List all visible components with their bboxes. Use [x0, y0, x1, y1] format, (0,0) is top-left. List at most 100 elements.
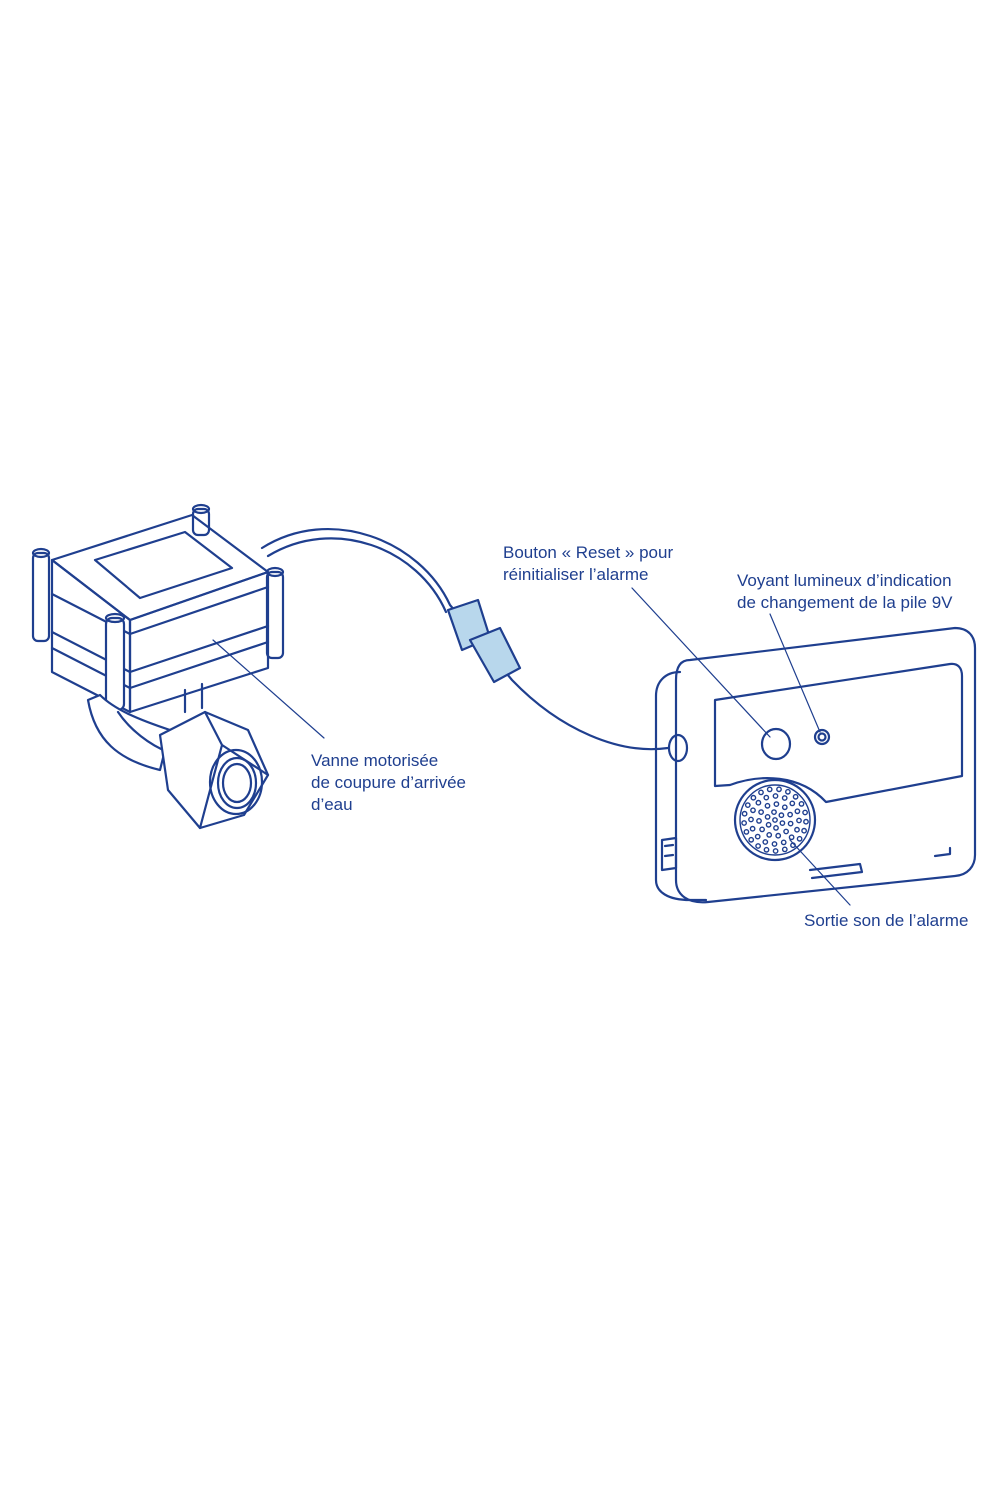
speaker-hole [775, 832, 782, 839]
speaker-hole [787, 820, 794, 827]
speaker-hole [765, 821, 772, 828]
valve-corner-post-right [265, 566, 285, 660]
led-indicator-inner [817, 732, 827, 742]
speaker-hole [764, 802, 771, 809]
speaker-hole [771, 809, 777, 815]
cable-second-strand [266, 537, 448, 614]
speaker-hole [764, 814, 771, 820]
alarm-box-side [654, 670, 708, 902]
speaker-hole [748, 836, 755, 843]
label-reset-line-1: Bouton « Reset » pour [503, 543, 674, 562]
speaker-hole [794, 826, 800, 833]
alarm-box-panel [713, 662, 964, 804]
cable [260, 527, 670, 751]
label-reset-line-2: réinitialiser l’alarme [503, 565, 649, 584]
speaker-hole [803, 818, 809, 825]
speaker-hole [773, 825, 779, 831]
speaker-hole [762, 839, 769, 845]
alarm-box-front [674, 626, 977, 904]
reset-button-icon [760, 727, 792, 761]
speaker-hole [744, 802, 751, 808]
motorized-valve [31, 503, 285, 830]
speaker-hole [781, 804, 788, 811]
speaker-hole [802, 809, 808, 816]
speaker-hole [778, 812, 785, 819]
speaker-hole [781, 846, 788, 853]
valve-thread-outer [208, 748, 264, 816]
speaker-hole [796, 817, 802, 824]
cable-connector-2 [468, 626, 522, 684]
speaker-hole [772, 817, 778, 823]
valve-lid [50, 513, 270, 622]
speaker-hole [758, 789, 764, 796]
speaker-hole [798, 801, 805, 807]
speaker-hole [776, 786, 782, 793]
speaker-hole [743, 829, 750, 835]
label-reset-button: Bouton « Reset » pour réinitialiser l’al… [503, 542, 673, 586]
speaker-hole [787, 811, 793, 818]
speaker-hole [759, 826, 765, 833]
speaker-hole [758, 809, 764, 815]
speaker-hole [789, 800, 796, 807]
label-led-line-2: de changement de la pile 9V [737, 593, 953, 612]
speaker-hole [766, 786, 773, 793]
speaker-hole [772, 793, 779, 799]
cable-grommet [667, 733, 689, 763]
speaker-hole [772, 848, 779, 854]
speaker-hole [748, 816, 754, 823]
label-valve-line-1: Vanne motorisée [311, 751, 439, 770]
alarm-box-foot-right [933, 846, 952, 858]
speaker-hole [750, 807, 756, 814]
speaker-hole [749, 825, 756, 832]
speaker-grille-icon [733, 778, 817, 862]
speaker-hole [796, 835, 803, 842]
label-led-line-1: Voyant lumineux d’indication [737, 571, 952, 590]
leader-line-reset [631, 587, 771, 738]
speaker-hole [754, 833, 761, 840]
valve-corner-post-top [191, 503, 211, 537]
label-alarm-sound-output: Sortie son de l’alarme [804, 910, 968, 932]
speaker-hole [783, 828, 789, 835]
valve-hex-nut [158, 710, 270, 830]
valve-corner-post-front [104, 612, 126, 712]
valve-pipe-body [86, 693, 172, 772]
label-valve-line-3: d’eau [311, 795, 353, 814]
label-sound-line-1: Sortie son de l’alarme [804, 911, 969, 930]
label-battery-led: Voyant lumineux d’indication de changeme… [737, 570, 953, 614]
valve-thread-inner [216, 756, 258, 810]
speaker-hole [756, 818, 762, 824]
label-valve-line-2: de coupure d’arrivée [311, 773, 466, 792]
speaker-hole [766, 832, 773, 838]
speaker-hole [771, 841, 778, 847]
speaker-hole [801, 827, 807, 834]
valve-lid-window [93, 530, 234, 600]
valve-seam-3 [50, 640, 270, 690]
speaker-hole [741, 820, 747, 826]
label-motorized-valve: Vanne motorisée de coupure d’arrivée d’e… [311, 750, 466, 816]
leader-line-valve [212, 639, 325, 739]
valve-seam-2 [50, 624, 270, 674]
valve-thread-ring [221, 762, 253, 804]
valve-housing-side [128, 570, 270, 714]
leader-line-sound [789, 839, 851, 906]
valve-stem [183, 682, 204, 714]
speaker-hole [755, 843, 761, 849]
valve-corner-post-left [31, 547, 51, 643]
speaker-hole [785, 788, 791, 795]
speaker-hole [788, 834, 795, 841]
alarm-box-foot [808, 862, 864, 880]
speaker-hole [794, 808, 801, 815]
speaker-hole [780, 839, 787, 846]
led-indicator-icon [813, 728, 831, 746]
speaker-hole [779, 820, 786, 826]
speaker-hole [741, 810, 748, 817]
speaker-hole [781, 795, 788, 801]
speaker-hole [773, 801, 780, 807]
speaker-hole [763, 794, 770, 801]
valve-seam-1 [50, 585, 270, 636]
alarm-box-side-port [660, 836, 678, 872]
speaker-hole [750, 794, 757, 801]
speaker-hole [755, 799, 762, 806]
leader-line-led [769, 613, 821, 733]
